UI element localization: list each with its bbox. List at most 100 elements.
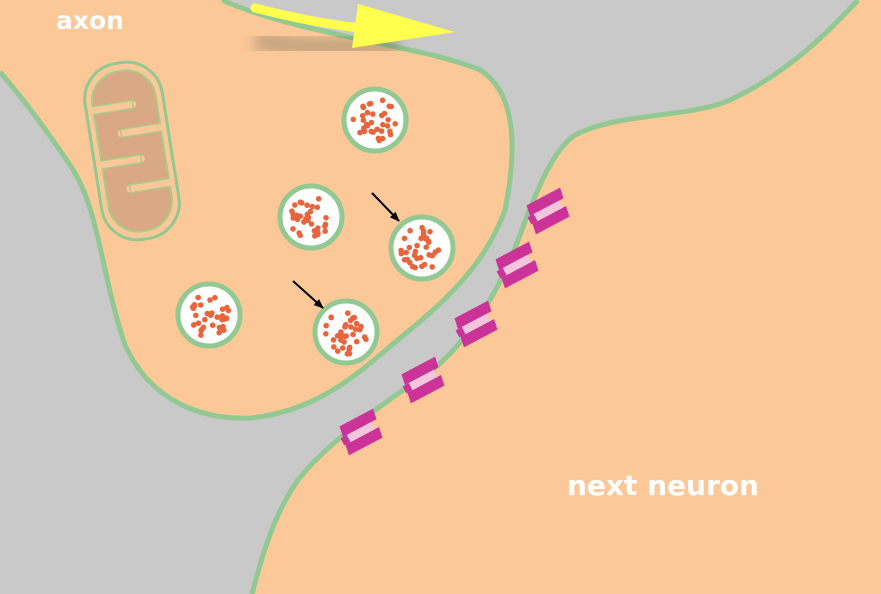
receptor xyxy=(339,408,383,456)
neurotransmitter-dot xyxy=(198,332,204,338)
neurotransmitter-dot xyxy=(214,314,221,320)
neurotransmitter-dot xyxy=(314,204,321,211)
neurotransmitter-dot xyxy=(359,112,366,119)
pointer-arrow-icon xyxy=(371,192,400,222)
neurotransmitter-dot xyxy=(342,322,349,328)
neurotransmitter-dot xyxy=(190,322,197,328)
neurotransmitter-dot xyxy=(309,203,316,210)
neurotransmitter-dot xyxy=(417,254,424,261)
neurotransmitter-dot xyxy=(216,324,223,331)
synaptic-vesicles xyxy=(175,86,456,366)
neurotransmitter-dot xyxy=(360,117,367,123)
neurotransmitter-dot xyxy=(407,227,413,234)
neurotransmitter-dot xyxy=(190,305,196,312)
neurotransmitter-dot xyxy=(207,297,213,303)
synaptic-vesicle xyxy=(312,298,380,366)
neurotransmitter-dot xyxy=(198,327,204,334)
neurotransmitter-dot xyxy=(219,306,226,313)
neurotransmitter-dot xyxy=(419,263,425,270)
neurotransmitter-dot xyxy=(380,121,386,128)
neurotransmitter-dot xyxy=(346,350,353,357)
neurotransmitter-dot xyxy=(225,307,232,314)
neurotransmitter-dot xyxy=(341,339,347,345)
neurotransmitter-dot xyxy=(392,121,399,127)
neurotransmitter-dot xyxy=(315,225,321,231)
neurotransmitter-dot xyxy=(290,226,296,232)
neurotransmitter-dot xyxy=(429,252,435,259)
neurotransmitter-dot xyxy=(387,128,393,135)
neurotransmitter-dot xyxy=(379,97,386,104)
neurotransmitter-dot xyxy=(361,125,367,131)
neurotransmitter-dot xyxy=(374,126,380,133)
neurotransmitter-dot xyxy=(350,116,357,123)
next-neuron-body xyxy=(252,0,881,594)
neurotransmitter-dot xyxy=(209,322,216,329)
neurotransmitter-dot xyxy=(401,235,408,242)
neurotransmitter-dot xyxy=(334,348,341,354)
neurotransmitter-dot xyxy=(339,332,346,339)
pointer-arrow-icon xyxy=(292,280,324,309)
neurotransmitter-dot xyxy=(401,257,408,263)
neurotransmitter-dot xyxy=(376,137,383,144)
neurotransmitter-dot xyxy=(409,263,416,270)
neurotransmitter-dot xyxy=(296,230,303,236)
neurotransmitter-dot xyxy=(308,221,315,227)
neurotransmitter-dot xyxy=(414,242,420,249)
axon-terminal-membrane xyxy=(0,0,515,421)
neurotransmitter-dot xyxy=(330,337,337,343)
neurotransmitter-dot xyxy=(304,202,310,208)
neurotransmitter-dot xyxy=(322,223,328,229)
neurotransmitter-dot xyxy=(353,338,360,345)
neurotransmitter-dot xyxy=(429,264,436,270)
neurotransmitter-dot xyxy=(195,320,202,327)
neurotransmitter-dot xyxy=(334,333,341,339)
neurotransmitter-dot xyxy=(195,294,201,301)
neurotransmitter-dot xyxy=(221,316,227,323)
neurotransmitter-dot xyxy=(304,211,311,218)
signal-direction-arrow-icon xyxy=(250,3,455,59)
neurotransmitter-dot xyxy=(328,314,335,321)
synaptic-vesicle xyxy=(388,214,456,282)
neurotransmitter-dot xyxy=(202,316,208,323)
neurotransmitter-dot xyxy=(315,196,322,202)
neurotransmitter-dot xyxy=(345,310,351,316)
neurotransmitter-dot xyxy=(385,117,392,123)
synaptic-vesicle xyxy=(175,281,243,349)
neurotransmitter-dot xyxy=(420,231,427,237)
synaptic-vesicle xyxy=(341,86,409,154)
neurotransmitter-dot xyxy=(358,323,364,330)
neurotransmitter-dot xyxy=(381,110,388,117)
neurotransmitter-dot xyxy=(378,128,385,134)
neurotransmitter-dot xyxy=(292,202,298,208)
receptors xyxy=(339,187,570,456)
neurotransmitter-dot xyxy=(361,334,368,340)
neurotransmitter-dot xyxy=(384,123,391,129)
neurotransmitter-dot xyxy=(370,111,376,117)
neurotransmitter-dot xyxy=(339,345,346,351)
neurotransmitter-dot xyxy=(427,228,433,235)
neurotransmitter-dot xyxy=(197,302,204,308)
neurotransmitter-dot xyxy=(403,249,410,256)
receptor xyxy=(454,300,498,348)
neurotransmitter-dot xyxy=(350,315,356,322)
neurotransmitter-dot xyxy=(297,213,304,219)
neurotransmitter-dot xyxy=(331,344,337,350)
neurotransmitter-dot xyxy=(386,103,393,109)
neurotransmitter-dot xyxy=(353,320,360,327)
neurotransmitter-dot xyxy=(346,346,353,353)
neurotransmitter-dot xyxy=(216,329,222,336)
neurotransmitter-dot xyxy=(301,219,307,225)
neurotransmitter-dot xyxy=(352,326,359,333)
neurotransmitter-dot xyxy=(348,324,354,330)
neurotransmitter-dot xyxy=(350,331,356,338)
neurotransmitter-dot xyxy=(370,129,377,135)
neurotransmitter-dot xyxy=(204,310,211,317)
axon-label: axon xyxy=(56,6,124,35)
mitochondrion xyxy=(83,60,181,242)
neurotransmitter-dot xyxy=(398,250,405,257)
neurotransmitter-dot xyxy=(290,215,297,221)
neurotransmitter-dot xyxy=(360,103,366,110)
receptor xyxy=(526,187,570,235)
